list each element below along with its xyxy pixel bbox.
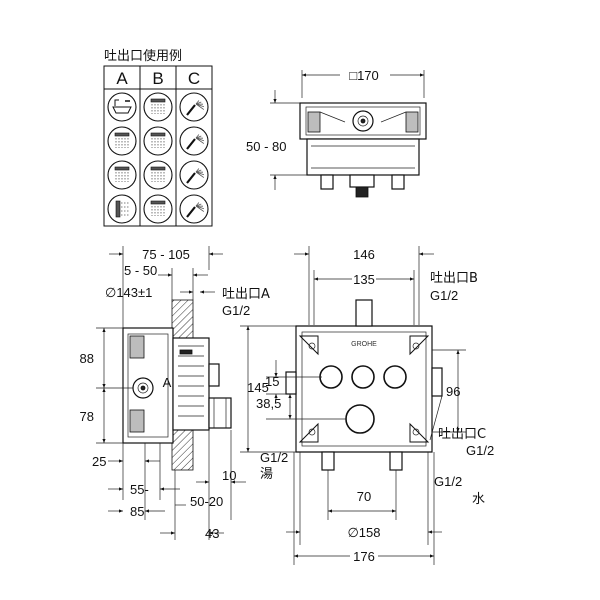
side-dim-10: 10 (222, 468, 236, 483)
overhead-shower-icon (107, 160, 137, 190)
overhead-shower-icon (143, 194, 173, 224)
side-dim-43: 43 (205, 526, 219, 541)
front-dim-135: 135 (353, 272, 375, 287)
brand-mark: GROHE (351, 341, 377, 348)
top-view: □170 B 50 - 80 (246, 68, 427, 198)
outlet-b-name: 吐出口B (430, 271, 478, 286)
front-dim-diam-158: ∅158 (347, 525, 380, 540)
outlet-c-name: 吐出口C (438, 427, 486, 442)
cold-inlet-size: G1/2 (434, 474, 462, 489)
usage-icon-grid (107, 92, 209, 224)
side-dim-55: 55- (130, 482, 149, 497)
usage-table-title: 吐出口使用例 (104, 48, 182, 64)
overhead-shower-icon (143, 160, 173, 190)
front-dim-146: 146 (353, 247, 375, 262)
usage-table: 吐出口使用例 A B C (103, 48, 213, 227)
side-dim-85: 85 (130, 504, 144, 519)
hand-shower-icon (179, 92, 209, 122)
hot-inlet-size: G1/2 (260, 450, 288, 465)
outlet-a-size: G1/2 (222, 303, 250, 318)
hand-shower-icon (179, 126, 209, 156)
hand-shower-icon (179, 160, 209, 190)
usage-column-c: C (188, 69, 200, 88)
front-dim-38-5: 38,5 (256, 396, 281, 411)
outlet-b-size: G1/2 (430, 288, 458, 303)
front-dim-96: 96 (446, 384, 460, 399)
side-dim-5-50: 5 - 50 (124, 263, 157, 278)
top-width-dim: □170 (349, 68, 379, 83)
top-depth-dim: 50 - 80 (246, 139, 286, 154)
overhead-shower-icon (143, 126, 173, 156)
overhead-shower-icon (107, 126, 137, 156)
side-dim-25: 25 (92, 454, 106, 469)
front-view: 146 135 吐出口A G1/2 吐出口B G1/2 GROHE (222, 246, 494, 565)
body-jet-icon (107, 194, 137, 224)
bathtub-spout-icon (107, 92, 137, 122)
usage-column-a: A (116, 69, 128, 88)
side-dim-diam-143: ∅143±1 (105, 285, 152, 300)
front-dim-176: 176 (353, 549, 375, 564)
overhead-shower-icon (143, 92, 173, 122)
front-dim-70: 70 (357, 489, 371, 504)
side-view: 75 - 105 5 - 50 ∅143±1 A (80, 246, 288, 541)
usage-column-b: B (152, 69, 163, 88)
outlet-a-name: 吐出口A (222, 287, 270, 302)
side-dim-75-105: 75 - 105 (142, 247, 190, 262)
hot-inlet-name: 湯 (260, 467, 273, 482)
front-dim-15: 15 (265, 374, 279, 389)
hand-shower-icon (179, 194, 209, 224)
side-dim-50-20: 50-20 (190, 494, 223, 509)
outlet-c-size: G1/2 (466, 443, 494, 458)
side-label-a: A (163, 375, 172, 390)
front-dim-145: 145 (247, 380, 269, 395)
cold-inlet-name: 水 (472, 492, 485, 507)
side-dim-88: 88 (80, 351, 94, 366)
side-dim-78: 78 (80, 409, 94, 424)
